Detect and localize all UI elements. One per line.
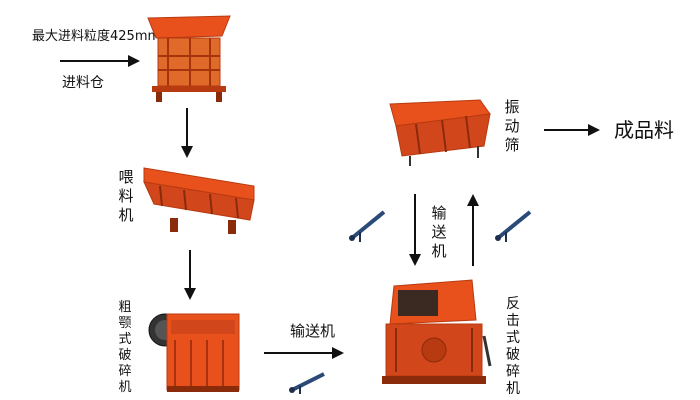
feed-hopper-machine bbox=[147, 15, 231, 102]
feeder-label: 喂料机 bbox=[118, 168, 134, 224]
vibrating-feeder-machine bbox=[143, 167, 255, 234]
belt-conveyor-icon bbox=[349, 210, 386, 242]
conveyor-label-middle: 输送机 bbox=[431, 204, 447, 260]
jaw-crusher-machine bbox=[148, 313, 240, 392]
down-arrow-icon bbox=[409, 194, 421, 266]
impact-crusher-machine bbox=[382, 279, 492, 384]
right-arrow-icon bbox=[544, 124, 600, 136]
impact-crusher-label: 反击式破碎机 bbox=[506, 296, 520, 397]
down-arrow-icon bbox=[181, 108, 193, 158]
vibrating-screen-label: 振动筛 bbox=[504, 98, 520, 154]
hopper-label: 进料仓 bbox=[62, 75, 104, 91]
belt-conveyor-icon bbox=[289, 372, 325, 394]
feed-size-spec: 最大进料粒度425mm bbox=[32, 29, 161, 44]
vibrating-screen-machine bbox=[389, 99, 491, 166]
right-arrow-icon bbox=[60, 55, 140, 67]
product-label: 成品料 bbox=[614, 118, 674, 142]
conveyor-label-bottom: 输送机 bbox=[290, 322, 336, 340]
jaw-crusher-label: 粗颚式破碎机 bbox=[118, 300, 132, 395]
right-arrow-icon bbox=[264, 347, 344, 359]
down-arrow-icon bbox=[184, 250, 196, 300]
belt-conveyor-icon bbox=[495, 210, 532, 242]
up-arrow-icon bbox=[467, 194, 479, 266]
